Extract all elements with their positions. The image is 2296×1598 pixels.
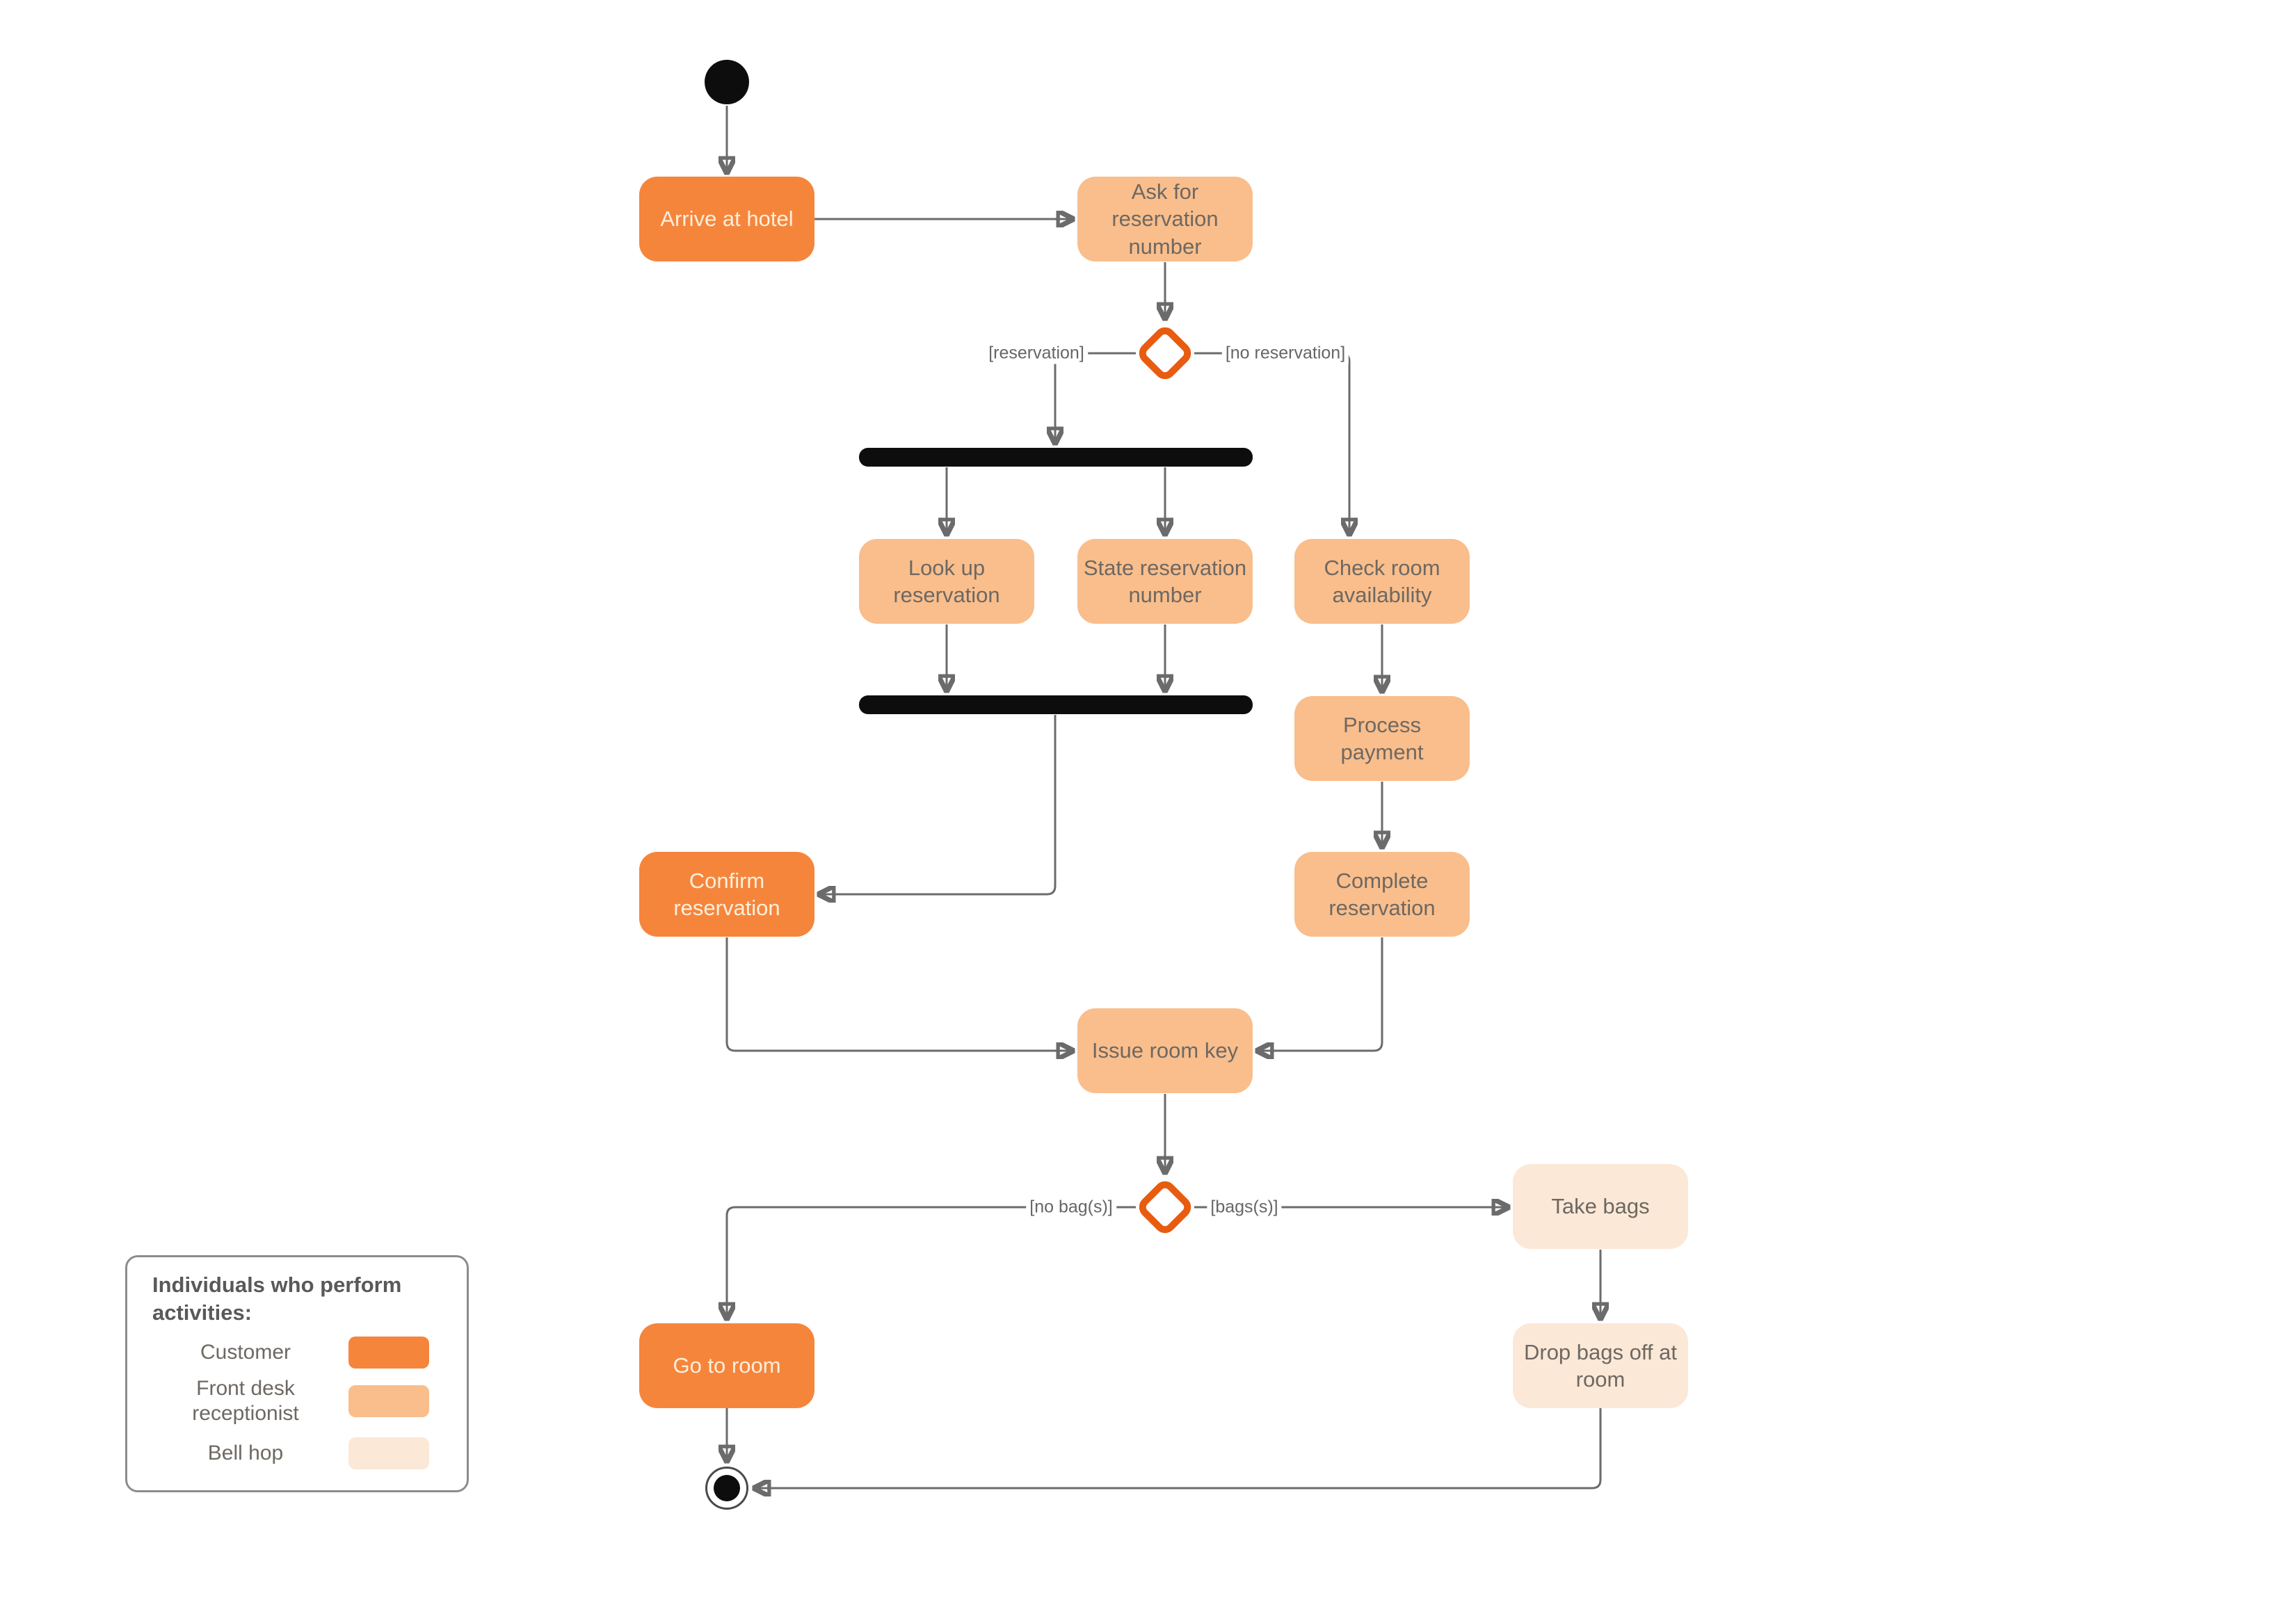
edge-label-no-bags: [no bag(s)] <box>1026 1196 1116 1218</box>
activity-process-payment: Process payment <box>1294 696 1470 781</box>
legend-title: Individuals who perform activities: <box>152 1273 402 1325</box>
edge-join-to-confirm <box>819 715 1057 894</box>
join-bar <box>859 695 1253 714</box>
final-node-dot <box>714 1475 740 1501</box>
activity-issue-room-key: Issue room key <box>1077 1008 1253 1093</box>
activity-arrive-at-hotel: Arrive at hotel <box>639 177 814 261</box>
legend-swatch-customer <box>348 1337 429 1369</box>
legend-label-bell-hop: Bell hop <box>207 1442 284 1464</box>
fork-bar <box>859 448 1253 467</box>
edge-confirm-to-issue <box>725 937 1073 1051</box>
edge-decision-no-reservation-to-check <box>1194 352 1349 535</box>
initial-node <box>705 60 749 104</box>
legend-swatch-bell-hop <box>348 1437 429 1469</box>
activity-complete-reservation: Complete reservation <box>1294 852 1470 937</box>
activity-ask-for-reservation-number: Ask for reservation number <box>1077 177 1253 261</box>
edge-decision-reservation-to-fork <box>1055 352 1136 444</box>
edge-label-bags: [bags(s)] <box>1207 1196 1282 1218</box>
activity-drop-bags-off-at-room: Drop bags off at room <box>1513 1323 1688 1408</box>
activity-confirm-reservation: Confirm reservation <box>639 852 814 937</box>
edge-complete-to-issue <box>1257 937 1383 1051</box>
edge-label-no-reservation: [no reservation] <box>1221 342 1349 364</box>
edge-drop-bags-to-final <box>754 1407 1602 1488</box>
activity-check-room-availability: Check room availability <box>1294 539 1470 624</box>
edge-label-reservation: [reservation] <box>985 342 1088 364</box>
activity-state-reservation-number: State reservation number <box>1077 539 1253 624</box>
final-node <box>705 1467 748 1510</box>
activity-take-bags: Take bags <box>1513 1164 1688 1249</box>
activity-look-up-reservation: Look up reservation <box>859 539 1034 624</box>
legend-label-front-desk-receptionist: Front desk receptionist <box>192 1377 299 1425</box>
legend-swatch-front-desk-receptionist <box>348 1385 429 1417</box>
legend-label-customer: Customer <box>200 1341 291 1364</box>
activity-go-to-room: Go to room <box>639 1323 814 1408</box>
legend: Individuals who perform activities: Cust… <box>125 1255 469 1492</box>
edge-decision-no-bags-to-go-to-room <box>727 1206 1136 1319</box>
